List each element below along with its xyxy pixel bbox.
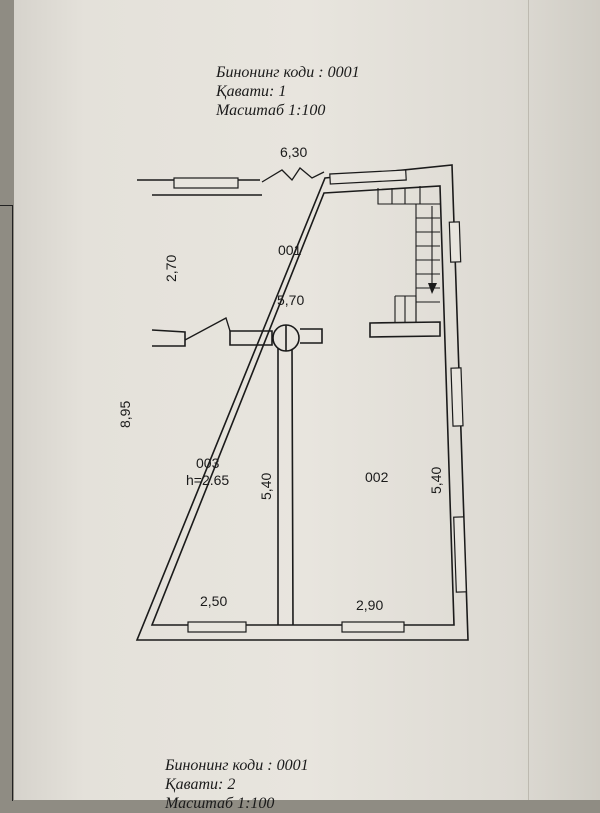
dim-room002-height: 5,40: [428, 467, 444, 494]
hall-partition-right: [300, 328, 323, 344]
room-001-label: 001: [278, 242, 302, 258]
dim-room003-width: 2,50: [200, 593, 227, 609]
footer-building-code: Бинонинг коди : 0001: [165, 757, 309, 774]
page-margin-line: [528, 0, 529, 800]
window-bottom-right: [341, 621, 405, 633]
room-divider-wall: [277, 344, 294, 626]
window-east-upper: [448, 221, 462, 263]
dim-room003-height: 5,40: [258, 473, 274, 500]
footer-scale-partial: Масштаб 1:100: [165, 795, 275, 812]
window-east-lower: [453, 516, 467, 593]
floor-label: Қавати: 1: [216, 83, 287, 100]
scale-label: Масштаб 1:100: [216, 102, 326, 119]
room-002-label: 002: [365, 469, 389, 485]
interior-door: [184, 317, 231, 341]
footer-floor-label: Қавати: 2: [165, 776, 236, 793]
inner-wall-outline: [150, 185, 455, 626]
outer-wall: [135, 164, 469, 641]
room-003-label: 003: [196, 455, 220, 471]
staircase: [377, 186, 440, 322]
dim-total-width: 6,30: [280, 144, 307, 160]
room-003-height-label: h=2.65: [186, 472, 229, 488]
building-code-label: Бинонинг коди : 0001: [216, 64, 360, 81]
footer-caption: Бинонинг коди : 0001 Қавати: 2 Масштаб 1…: [165, 756, 309, 812]
dim-total-height: 8,95: [117, 401, 133, 428]
stair-arrow: [428, 283, 437, 294]
hall-partition-east: [369, 321, 441, 338]
paper-sheet: [14, 0, 600, 800]
dim-hall-height: 2,70: [163, 255, 179, 282]
dim-room002-width: 2,90: [356, 597, 383, 613]
hall-partition-mid: [229, 330, 273, 346]
window-top-right: [329, 169, 407, 185]
neighbor-page-frame: [0, 205, 13, 801]
window-top-left: [173, 177, 239, 189]
dim-hall-width: 5,70: [277, 292, 304, 308]
entry-door: [261, 167, 325, 183]
window-east-mid: [450, 367, 464, 427]
hall-partition: [151, 329, 186, 347]
window-bottom-left: [187, 621, 247, 633]
header-caption: Бинонинг коди : 0001 Қавати: 1 Масштаб 1…: [216, 63, 360, 120]
